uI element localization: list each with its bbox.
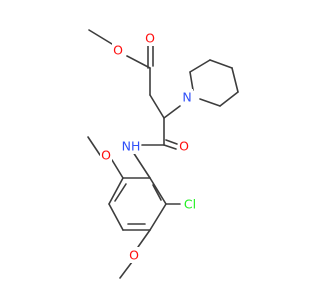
bond-ring-3-4 xyxy=(231,67,239,93)
bond-ring-1-2 xyxy=(189,59,211,73)
methoxy-oxygen-upper-atom: O xyxy=(100,147,112,163)
amide-nh-atom: NH xyxy=(121,138,141,154)
methoxy-oxygen-upper-atom-label: O xyxy=(101,148,111,163)
oxygen-carbonyl-atom: O xyxy=(144,30,156,46)
bond-ar-1-2 xyxy=(149,177,167,205)
bond-o-upper-methyl xyxy=(87,136,101,156)
bond-ch-n xyxy=(163,105,181,119)
bond-ar-inner-c xyxy=(114,183,127,202)
oxygen-carbonyl-atom-label: O xyxy=(145,31,155,46)
bond-n-ring-1 xyxy=(189,71,194,91)
oxygen-ester-atom: O xyxy=(112,42,124,58)
bond-ar6-o-upper xyxy=(111,159,124,179)
bond-ar-5-6 xyxy=(108,177,124,205)
piperidine-nitrogen-atom-label: N xyxy=(182,90,191,105)
piperidine-nitrogen-atom: N xyxy=(181,89,193,105)
chlorine-atom-label: Cl xyxy=(184,197,196,212)
bond-ring-5-n xyxy=(199,98,221,107)
bond-ring-4-5 xyxy=(219,91,239,107)
bond-ar-2-3 xyxy=(149,203,167,231)
bond-amidec-o-b xyxy=(165,139,178,145)
amide-oxygen-atom: O xyxy=(178,138,190,154)
amide-nh-atom-label: NH xyxy=(122,139,141,154)
bond-ring-2-3 xyxy=(209,59,233,69)
bond-o-lower-methyl xyxy=(119,261,133,279)
oxygen-ester-atom-label: O xyxy=(113,43,123,58)
bond-ar3-o-lower xyxy=(137,229,151,248)
chlorine-atom: Cl xyxy=(182,196,198,212)
bond-ar-inner-a xyxy=(152,184,162,201)
bond-amidec-o-a xyxy=(163,144,177,150)
amide-oxygen-atom-label: O xyxy=(179,139,189,154)
bond-oester-carbonyl xyxy=(126,55,151,69)
bond-methyl-oester xyxy=(88,29,113,45)
methoxy-oxygen-lower-atom: O xyxy=(128,247,140,263)
bond-ch2-ch xyxy=(149,94,165,119)
bond-ar-4-5 xyxy=(108,203,124,231)
bond-n-aryl xyxy=(132,151,151,179)
methoxy-oxygen-lower-atom-label: O xyxy=(129,248,139,263)
